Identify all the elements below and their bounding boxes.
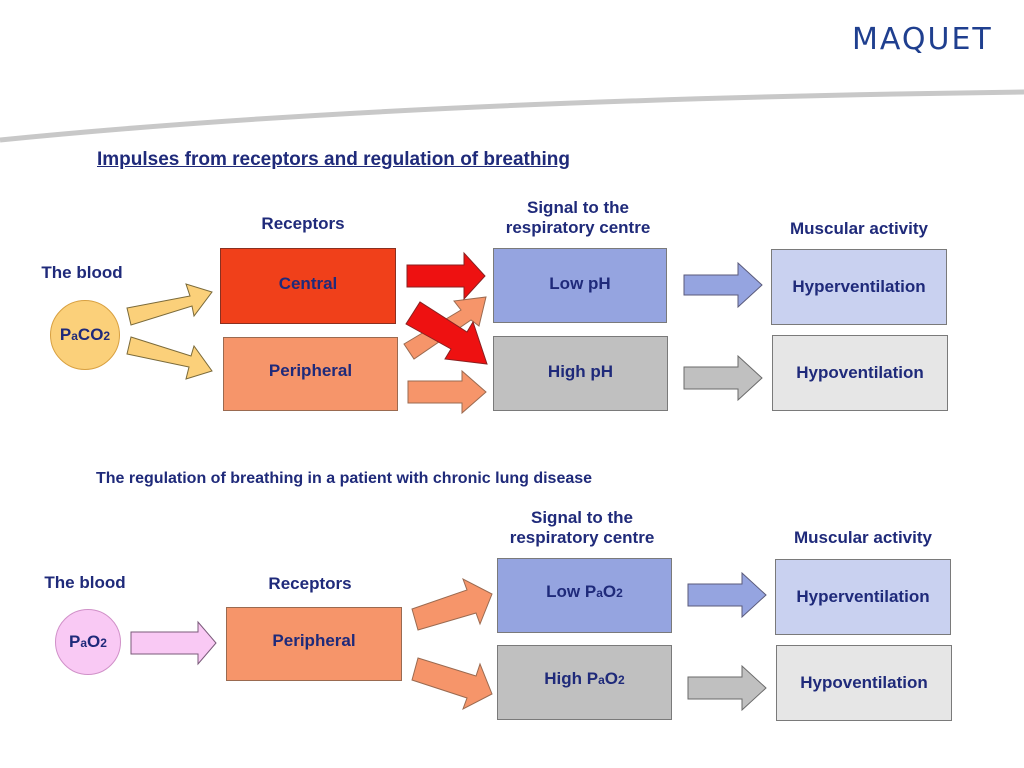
arrow-peripheral-to-high-pao2 (411, 657, 493, 711)
arrow-low-ph-to-hyper-1 (683, 261, 763, 309)
low-ph-label: Low pH (549, 273, 611, 293)
arrow-low-pao2-to-hyper-2 (687, 571, 767, 619)
section1-muscular-label: Muscular activity (790, 219, 928, 238)
arrow-pao2-to-peripheral (130, 620, 217, 666)
high-pao2-label: High PaO2 (544, 668, 625, 688)
arrow-high-ph-to-hypo-1 (683, 354, 763, 402)
maquet-logo: MAQUET (852, 22, 993, 57)
arrow-central-to-high-ph (405, 301, 488, 365)
section1-signal-label: Signal to the respiratory centre (478, 198, 678, 238)
arrow-central-to-low-ph (406, 251, 486, 301)
peripheral-receptor-box-2: Peripheral (226, 607, 402, 681)
peripheral-receptor-box: Peripheral (223, 337, 398, 411)
high-ph-label: High pH (547, 361, 614, 381)
section1-blood-label: The blood (41, 263, 123, 282)
hypoventilation-label-1: Hypoventilation (796, 363, 924, 382)
section1-receptors-label: Receptors (261, 214, 345, 233)
hyperventilation-label-2: Hyperventilation (796, 587, 930, 606)
peripheral-label: Peripheral (268, 361, 353, 380)
section2-muscular-label: Muscular activity (794, 528, 932, 547)
hypoventilation-box-2: Hypoventilation (776, 645, 952, 721)
arrow-peripheral-to-low-pao2 (411, 577, 493, 631)
section2-blood-label: The blood (44, 573, 126, 592)
low-pao2-label: Low PaO2 (546, 581, 623, 601)
high-pao2-box: High PaO2 (497, 645, 672, 720)
central-label: Central (278, 274, 338, 293)
low-ph-box: Low pH (493, 248, 667, 323)
hypoventilation-box-1: Hypoventilation (772, 335, 948, 411)
hyperventilation-box-2: Hyperventilation (775, 559, 951, 635)
section1-title: Impulses from receptors and regulation o… (97, 149, 570, 170)
signal-label-line1: Signal to the (527, 198, 629, 217)
section2-receptors-label: Receptors (268, 574, 352, 593)
section2-title: The regulation of breathing in a patient… (96, 470, 593, 487)
section2-signal-label: Signal to the respiratory centre (482, 508, 682, 548)
hypoventilation-label-2: Hypoventilation (800, 673, 928, 692)
arrow-paco2-to-central (126, 283, 213, 326)
hyperventilation-box-1: Hyperventilation (771, 249, 947, 325)
signal-label-line2: respiratory centre (505, 218, 651, 237)
high-ph-box: High pH (493, 336, 668, 411)
peripheral-label-2: Peripheral (272, 631, 356, 650)
header-swoosh (0, 89, 1024, 143)
arrow-paco2-to-peripheral (126, 336, 213, 380)
signal-label-line1: Signal to the (531, 508, 633, 527)
low-pao2-box: Low PaO2 (497, 558, 672, 633)
signal-label-line2: respiratory centre (509, 528, 655, 547)
central-receptor-box: Central (220, 248, 396, 324)
hyperventilation-label-1: Hyperventilation (792, 277, 926, 296)
arrow-peripheral-to-high-ph (407, 369, 487, 415)
arrow-high-pao2-to-hypo-2 (687, 664, 767, 712)
